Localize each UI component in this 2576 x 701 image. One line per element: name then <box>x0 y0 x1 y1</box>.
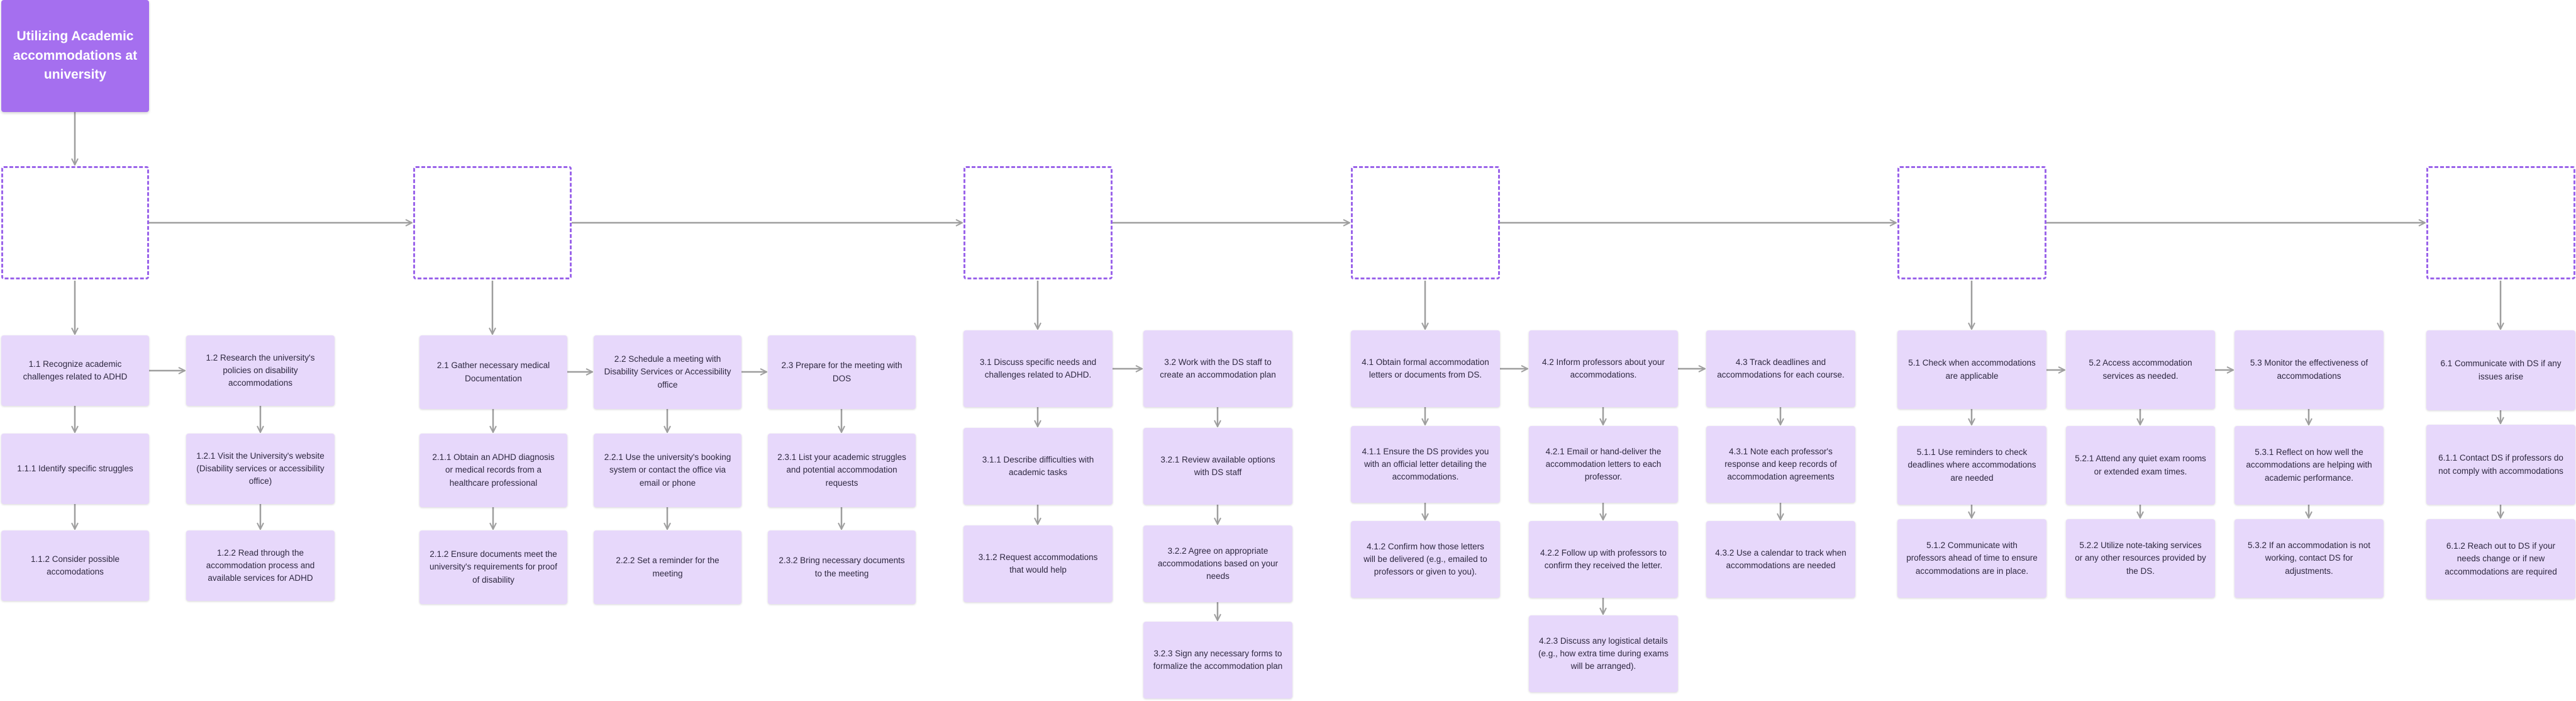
phase-1-box <box>1 166 149 279</box>
task-2-3: 2.3 Prepare for the meeting with DOS <box>768 335 916 409</box>
task-4-2-1: 4.2.1 Email or hand-deliver the accommod… <box>1529 426 1678 503</box>
task-6-1-1: 6.1.1 Contact DS if professors do not co… <box>2426 425 2575 505</box>
task-1-1-2: 1.1.2 Consider possible accomodations <box>1 530 149 601</box>
task-4-3: 4.3 Track deadlines and accommodations f… <box>1706 330 1855 407</box>
task-5-3: 5.3 Monitor the effectiveness of accommo… <box>2235 330 2384 409</box>
task-2-2: 2.2 Schedule a meeting with Disability S… <box>594 335 741 409</box>
task-3-1-2: 3.1.2 Request accommodations that would … <box>963 525 1113 602</box>
task-2-3-1: 2.3.1 List your academic struggles and p… <box>768 434 916 507</box>
task-1-2-2: 1.2.2 Read through the accommodation pro… <box>186 530 335 601</box>
task-4-1-2: 4.1.2 Confirm how those letters will be … <box>1351 521 1500 598</box>
task-5-2-2: 5.2.2 Utilize note-taking services or an… <box>2066 519 2215 598</box>
task-5-1: 5.1 Check when accommodations are applic… <box>1897 330 2046 409</box>
task-4-2: 4.2 Inform professors about your accommo… <box>1529 330 1678 407</box>
task-4-2-3: 4.2.3 Discuss any logistical details (e.… <box>1529 615 1678 692</box>
task-2-1-2: 2.1.2 Ensure documents meet the universi… <box>419 530 567 604</box>
phase-4-box <box>1351 166 1500 279</box>
phase-5-box <box>1897 166 2046 279</box>
task-2-2-2: 2.2.2 Set a reminder for the meeting <box>594 530 741 604</box>
task-1-2-1: 1.2.1 Visit the University's website (Di… <box>186 434 335 504</box>
task-4-1: 4.1 Obtain formal accommodation letters … <box>1351 330 1500 407</box>
task-1-2: 1.2 Research the university's policies o… <box>186 335 335 406</box>
root-node: Utilizing Academic accommodations at uni… <box>1 0 149 112</box>
phase-3-box <box>963 166 1113 279</box>
task-4-2-2: 4.2.2 Follow up with professors to confi… <box>1529 521 1678 598</box>
task-3-2-3: 3.2.3 Sign any necessary forms to formal… <box>1143 622 1292 698</box>
task-4-3-1: 4.3.1 Note each professor's response and… <box>1706 426 1855 503</box>
task-3-1-1: 3.1.1 Describe difficulties with academi… <box>963 428 1113 505</box>
task-5-2-1: 5.2.1 Attend any quiet exam rooms or ext… <box>2066 426 2215 505</box>
task-5-3-2: 5.3.2 If an accommodation is not working… <box>2235 519 2384 598</box>
task-4-3-2: 4.3.2 Use a calendar to track when accom… <box>1706 521 1855 598</box>
task-2-1-1: 2.1.1 Obtain an ADHD diagnosis or medica… <box>419 434 567 507</box>
task-3-2: 3.2 Work with the DS staff to create an … <box>1143 330 1292 407</box>
task-2-2-1: 2.2.1 Use the university's booking syste… <box>594 434 741 507</box>
phase-6-box <box>2426 166 2575 279</box>
task-6-1-2: 6.1.2 Reach out to DS if your needs chan… <box>2426 519 2575 599</box>
task-1-1: 1.1 Recognize academic challenges relate… <box>1 335 149 406</box>
task-3-2-1: 3.2.1 Review available options with DS s… <box>1143 428 1292 505</box>
task-3-1: 3.1 Discuss specific needs and challenge… <box>963 330 1113 407</box>
task-5-1-1: 5.1.1 Use reminders to check deadlines w… <box>1897 426 2046 505</box>
task-5-2: 5.2 Access accommodation services as nee… <box>2066 330 2215 409</box>
phase-2-box <box>413 166 572 279</box>
task-4-1-1: 4.1.1 Ensure the DS provides you with an… <box>1351 426 1500 503</box>
task-5-1-2: 5.1.2 Communicate with professors ahead … <box>1897 519 2046 598</box>
task-5-3-1: 5.3.1 Reflect on how well the accommodat… <box>2235 426 2384 505</box>
task-1-1-1: 1.1.1 Identify specific struggles <box>1 434 149 504</box>
task-2-3-2: 2.3.2 Bring necessary documents to the m… <box>768 530 916 604</box>
task-2-1: 2.1 Gather necessary medical Documentati… <box>419 335 567 409</box>
task-6-1: 6.1 Communicate with DS if any issues ar… <box>2426 330 2575 410</box>
task-3-2-2: 3.2.2 Agree on appropriate accommodation… <box>1143 525 1292 602</box>
